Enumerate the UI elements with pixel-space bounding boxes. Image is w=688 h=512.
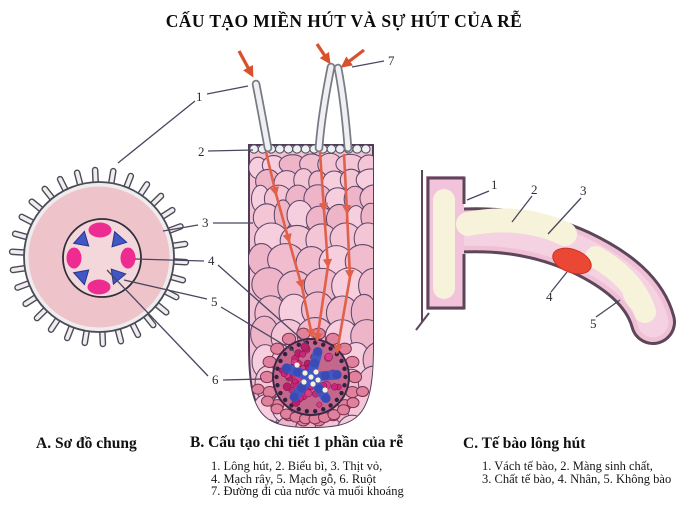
label-b-2: 2 <box>198 144 205 159</box>
figure-b-legend-line-3: 7. Đường đi của nước và muối khoáng <box>211 484 404 499</box>
figure-b-caption: B. Cấu tạo chi tiết 1 phần của rễ <box>190 434 404 451</box>
page-title: CẤU TẠO MIỀN HÚT VÀ SỰ HÚT CỦA RỄ <box>165 11 523 31</box>
figure-c-legend-line-1: 1. Vách tế bào, 2. Màng sinh chất, <box>482 459 653 473</box>
nucleus <box>552 247 592 275</box>
leader-lines <box>106 60 621 381</box>
phloem-ovals <box>66 222 136 295</box>
figure-c-legend: 1. Vách tế bào, 2. Màng sinh chất, 3. Ch… <box>482 460 671 485</box>
figure-b-legend: 1. Lông hút, 2. Biểu bì, 3. Thịt vỏ, 4. … <box>211 460 404 498</box>
hair-vacuole-front <box>456 208 577 246</box>
label-c-3: 3 <box>580 183 587 198</box>
figure-c-drawing <box>415 170 676 345</box>
vacuole-blob <box>622 278 652 316</box>
label-b-6: 6 <box>212 372 219 387</box>
cell-vacuole <box>433 189 455 299</box>
figure-c-legend-line-2: 3. Chất tế bào, 4. Nhân, 5. Không bào <box>482 471 672 486</box>
figure-c-caption: C. Tế bào lông hút <box>463 435 586 452</box>
cell-wall <box>426 176 466 310</box>
figure-b-legend-line-1: 1. Lông hút, 2. Biểu bì, 3. Thịt vỏ, <box>211 459 383 473</box>
incoming-water-arrows <box>237 43 365 78</box>
figure-b-legend-line-2: 4. Mạch rây, 5. Mạch gỗ, 6. Ruột <box>211 471 377 486</box>
label-c-2: 2 <box>531 182 538 197</box>
root-hairs <box>251 62 353 153</box>
label-c-5: 5 <box>590 316 597 331</box>
label-b-4: 4 <box>208 253 215 268</box>
figure-a-drawing <box>8 166 190 348</box>
label-c-1: 1 <box>491 177 498 192</box>
figure-a-caption: A. Sơ đồ chung <box>36 435 137 452</box>
label-b-3: 3 <box>202 215 209 230</box>
label-b-5: 5 <box>211 294 218 309</box>
endodermis-cells <box>251 327 369 427</box>
xylem-triangles <box>72 230 128 286</box>
label-b-1: 1 <box>196 89 203 104</box>
stele-vascular-detail <box>274 340 348 414</box>
water-path-trails <box>264 151 355 355</box>
label-b-7: 7 <box>388 53 395 68</box>
label-c-4: 4 <box>546 289 553 304</box>
wall-spur <box>415 312 430 331</box>
figure-b-drawing <box>237 43 374 429</box>
